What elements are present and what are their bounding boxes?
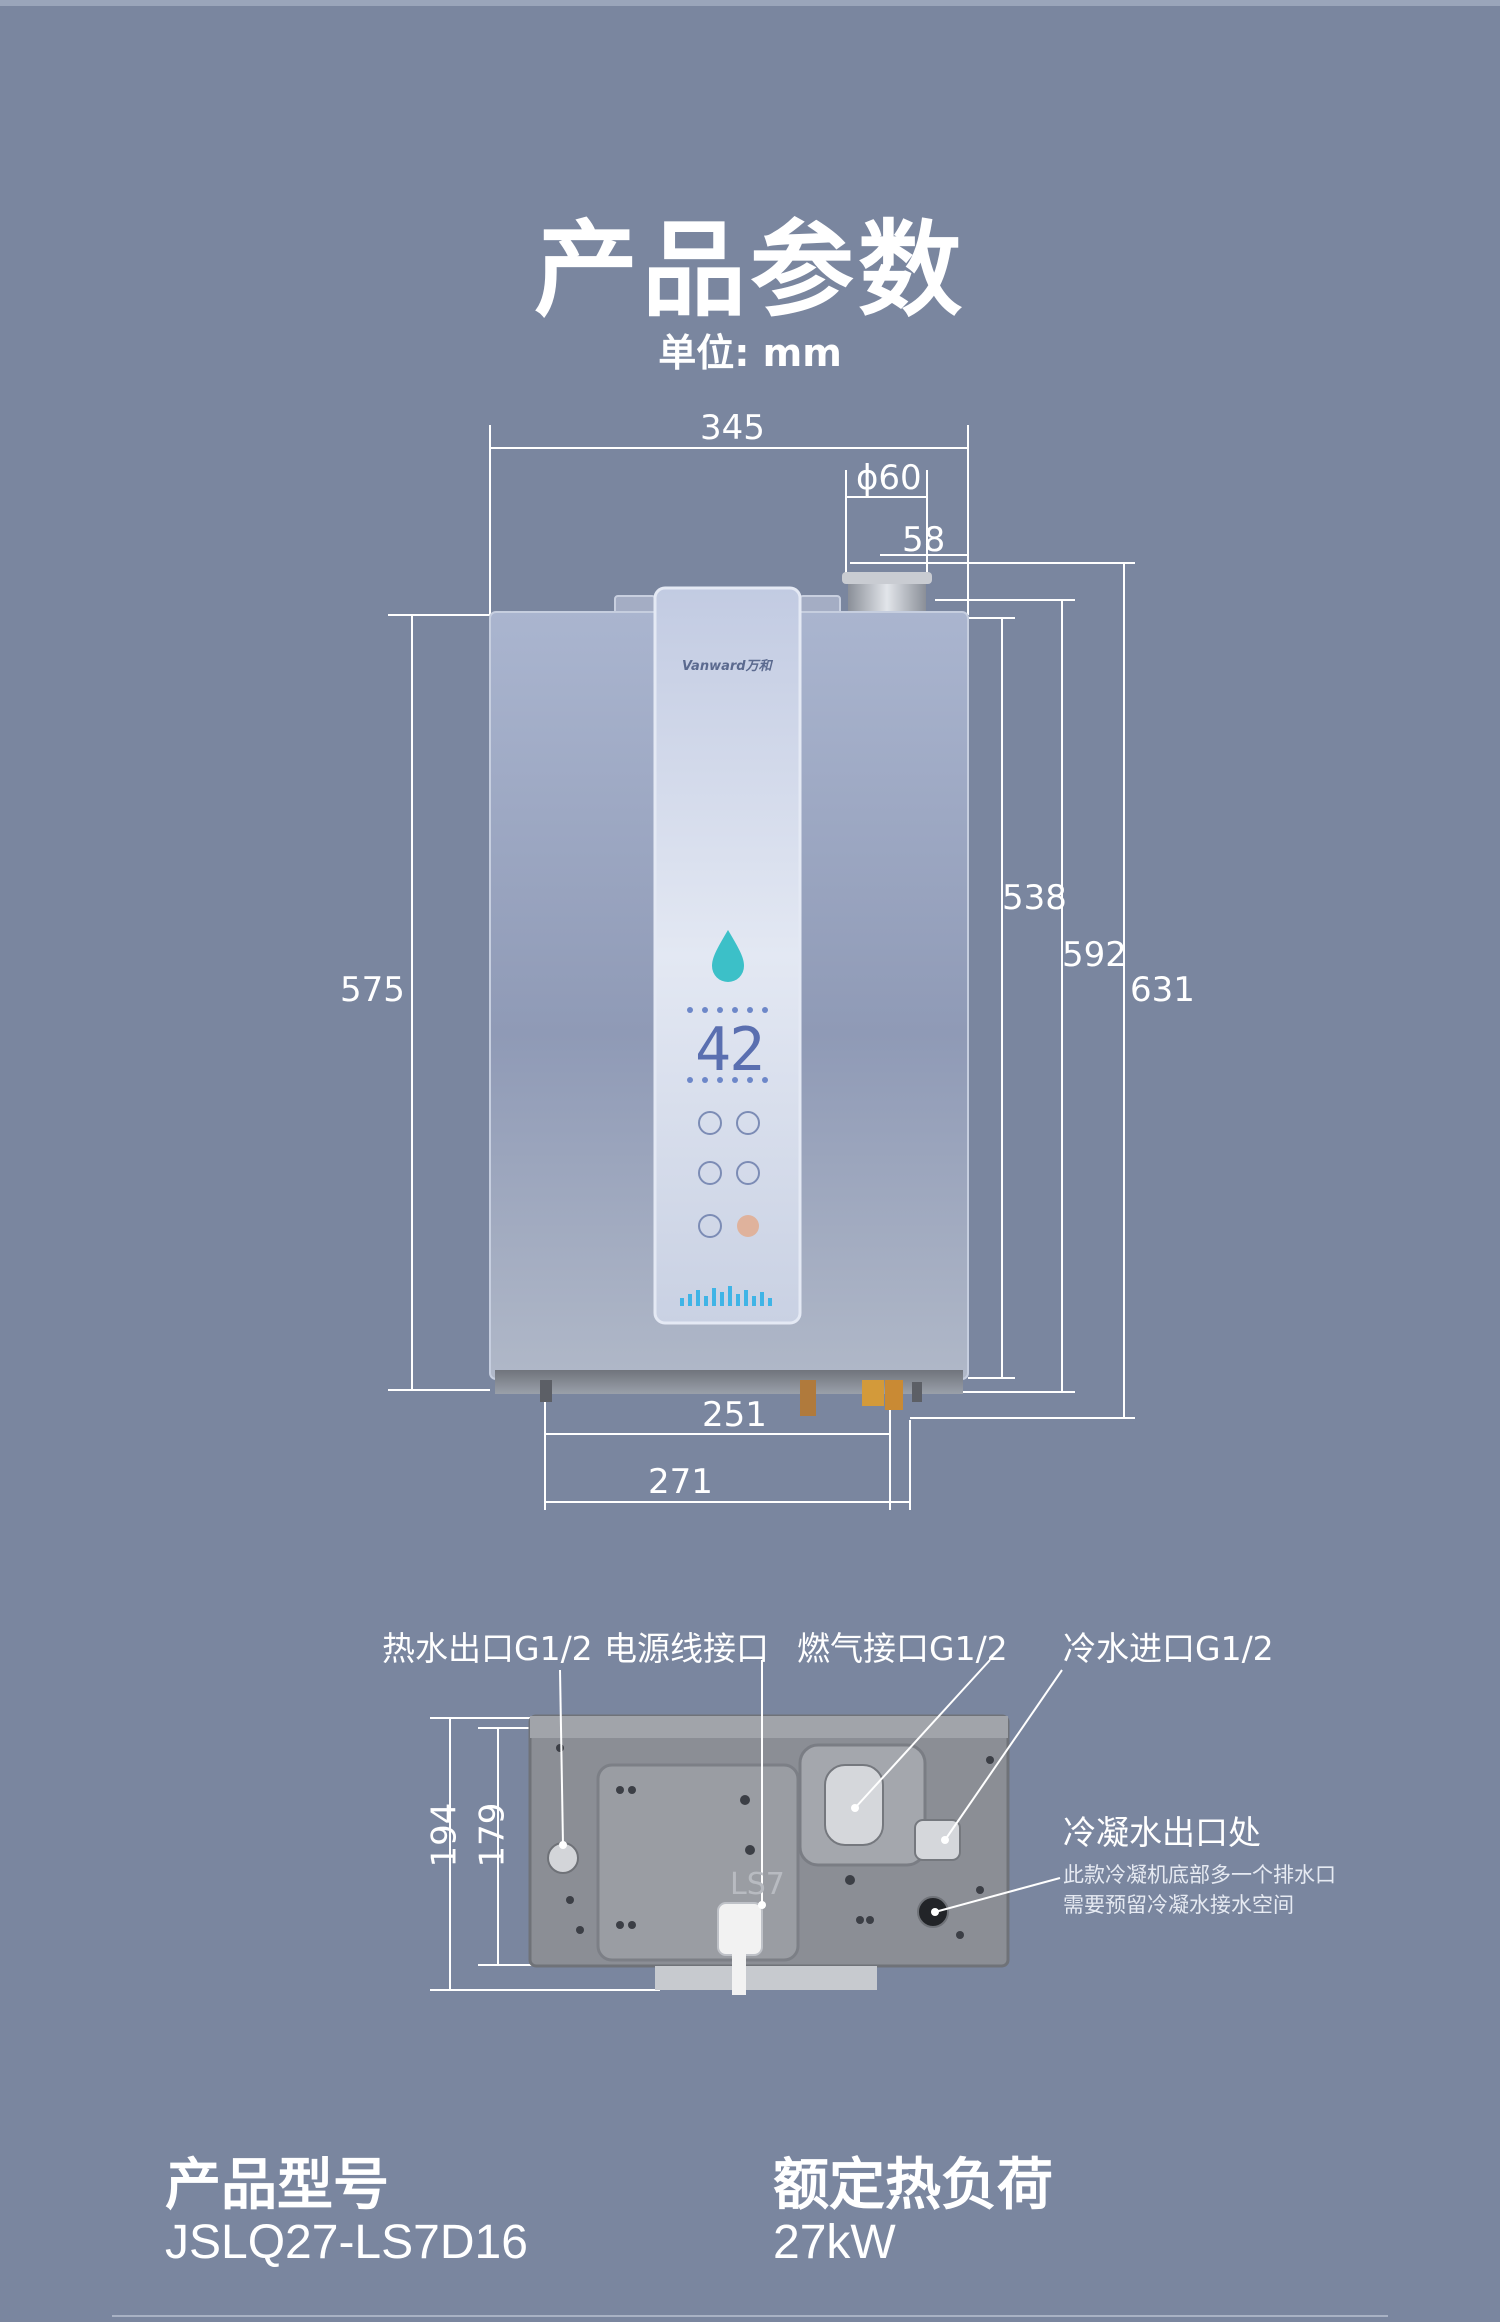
mode-button-icon <box>736 1111 760 1135</box>
model-mark: LS7 <box>730 1867 785 1902</box>
dim-height-bracket: 592 <box>1062 935 1127 975</box>
unit-label: 单位: mm <box>658 331 842 375</box>
bottom-divider <box>112 2315 1388 2317</box>
label-gas-inlet: 燃气接口G1/2 <box>797 1629 1008 1668</box>
label-condensate-outlet: 冷凝水出口处 <box>1063 1813 1261 1852</box>
label-power-interface: 电源线接口 <box>604 1629 769 1668</box>
condensate-note-2: 需要预留冷凝水接水空间 <box>1063 1893 1294 1917</box>
condensate-note-1: 此款冷凝机底部多一个排水口 <box>1063 1863 1336 1887</box>
dim-pipe-span-outer: 271 <box>648 1462 713 1502</box>
top-border <box>0 0 1500 6</box>
dim-height-total: 631 <box>1130 970 1195 1010</box>
dim-pipe-span-inner: 251 <box>702 1395 767 1435</box>
spec-rated-load-value: 27kW <box>773 2216 896 2269</box>
up-button-icon <box>736 1161 760 1185</box>
spec-model-label: 产品型号 <box>165 2153 389 2218</box>
label-hot-water-outlet: 热水出口G1/2 <box>382 1629 593 1668</box>
dim-height-left: 575 <box>340 970 405 1010</box>
dim-bottom-depth-outer: 194 <box>424 1802 465 1868</box>
dim-width: 345 <box>700 408 765 448</box>
dim-bottom-depth-inner: 179 <box>472 1802 513 1868</box>
down-button-icon <box>698 1161 722 1185</box>
dim-flue-diameter: ϕ60 <box>856 458 922 498</box>
settings-button-icon <box>698 1214 722 1238</box>
page-title: 产品参数 <box>533 209 966 331</box>
dim-flue-offset: 58 <box>902 520 946 560</box>
spec-rated-load-label: 额定热负荷 <box>773 2153 1053 2218</box>
brand-logo: Vanward万和 <box>682 659 772 674</box>
temperature-display: 42 <box>695 1015 765 1085</box>
dim-height-body: 538 <box>1002 878 1067 918</box>
power-button-icon <box>698 1111 722 1135</box>
label-cold-water-inlet: 冷水进口G1/2 <box>1063 1629 1274 1668</box>
water-drop-icon <box>712 930 744 982</box>
flame-icon <box>737 1215 759 1237</box>
spec-model-value: JSLQ27-LS7D16 <box>165 2216 528 2269</box>
